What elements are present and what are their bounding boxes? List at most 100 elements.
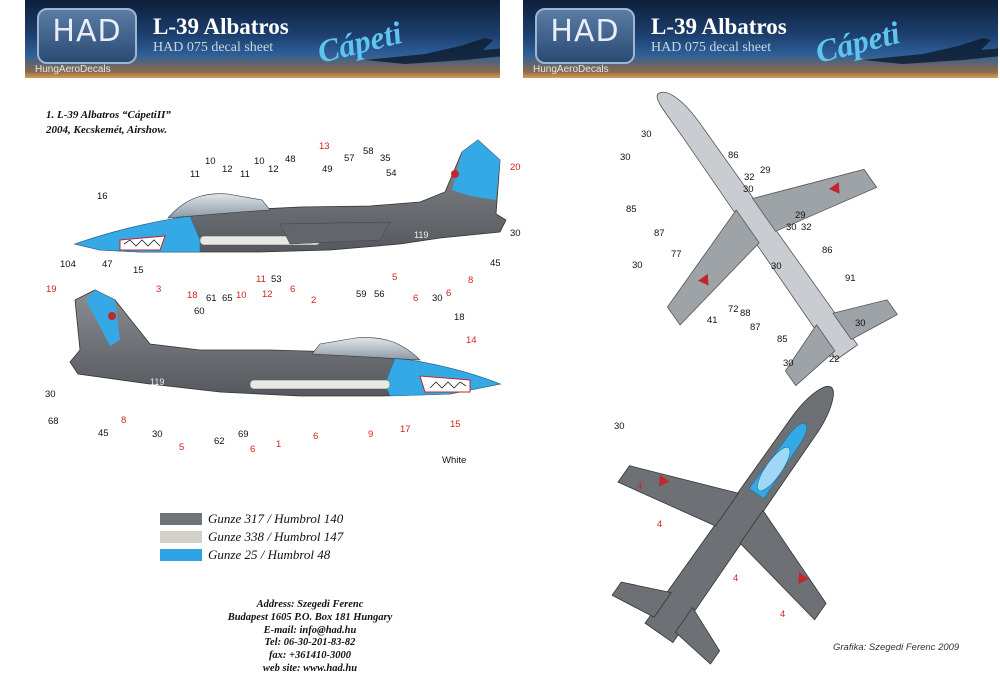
callout-side1: 12 xyxy=(222,164,233,175)
artwork-credit: Grafika: Szegedi Ferenc 2009 xyxy=(833,642,960,653)
callout-top_view: 30 xyxy=(614,421,625,432)
callout-side1: 56 xyxy=(374,289,385,300)
callout-bottom_view: 32 xyxy=(744,172,755,183)
callout-side1: 3 xyxy=(156,284,161,295)
side1-nose-blue xyxy=(73,215,201,253)
legend-row: Gunze 317 / Humbrol 140 xyxy=(160,510,343,527)
logo-subtitle: HungAeroDecals xyxy=(533,64,609,75)
legend-label: Gunze 25 / Humbrol 48 xyxy=(208,546,331,562)
callout-side2: 8 xyxy=(121,415,126,426)
callout-bottom_view: 88 xyxy=(740,308,751,319)
callout-side2: 104 xyxy=(60,259,76,270)
callout-side2: 30 xyxy=(45,389,56,400)
callout-side1: 10 xyxy=(254,156,265,167)
callout-side1: 18 xyxy=(187,290,198,301)
callout-side1: 58 xyxy=(363,146,374,157)
side2-canopy xyxy=(311,337,421,361)
callout-side1: 2 xyxy=(311,295,316,306)
legend-swatch xyxy=(160,548,202,561)
callout-side1: 20 xyxy=(510,162,521,173)
side2-sharkmouth xyxy=(419,375,471,393)
callout-side1: 48 xyxy=(285,154,296,165)
callout-side2: 6 xyxy=(313,431,318,442)
callout-side1: 53 xyxy=(271,274,282,285)
callout-bottom_view: 30 xyxy=(641,129,652,140)
legend-row: Gunze 338 / Humbrol 147 xyxy=(160,528,343,545)
callout-side2: 14 xyxy=(466,335,477,346)
paint-legend: Gunze 317 / Humbrol 140 Gunze 338 / Humb… xyxy=(160,510,343,564)
side-view-1: 119 xyxy=(73,139,507,253)
side-view-2: 119 xyxy=(69,289,502,397)
side1-canopy xyxy=(167,193,271,219)
banner-title: L-39 Albatros xyxy=(153,14,289,39)
callout-side2: 69 xyxy=(238,429,249,440)
top-view xyxy=(611,385,834,665)
callout-side1: 35 xyxy=(380,153,391,164)
callout-bottom_view: 85 xyxy=(777,334,788,345)
callout-bottom_view: 85 xyxy=(626,204,637,215)
callout-bottom_view: 87 xyxy=(654,228,665,239)
had-logo: HAD xyxy=(535,8,635,64)
callout-side1: 10 xyxy=(205,156,216,167)
phone-line: Tel: 06-30-201-83-82 xyxy=(264,637,356,649)
callout-side2: 65 xyxy=(222,293,233,304)
callout-side1: 16 xyxy=(97,191,108,202)
side1-wing xyxy=(279,221,391,245)
side2-tail-blue xyxy=(86,290,120,346)
callout-side1: 11 xyxy=(190,169,200,180)
callout-bottom_view: 32 xyxy=(801,222,812,233)
callout-bottom_view: 30 xyxy=(771,261,782,272)
callout-side2: 12 xyxy=(262,289,273,300)
callout-side1: 15 xyxy=(133,265,144,276)
legend-row: Gunze 25 / Humbrol 48 xyxy=(160,546,343,563)
callout-side1: 47 xyxy=(102,259,113,270)
address-line: Budapest 1605 P.O. Box 181 Hungary xyxy=(227,611,393,623)
side2-droptank xyxy=(249,379,391,390)
callout-side1: 11 xyxy=(256,274,266,285)
callout-side2: White xyxy=(442,455,466,466)
bottom-view xyxy=(656,91,898,387)
logo-subtitle: HungAeroDecals xyxy=(35,64,111,75)
callout-bottom_view: 91 xyxy=(845,273,856,284)
callout-bottom_view: 30 xyxy=(743,184,754,195)
caption-line-2: 2004, Kecskemét, Airshow. xyxy=(46,124,168,136)
legend-swatch xyxy=(160,530,202,543)
side2-roundel xyxy=(108,312,116,320)
caption-line-1: 1. L-39 Albatros “CápetiII” xyxy=(46,109,171,121)
callout-bottom_view: 30 xyxy=(786,222,797,233)
callout-side1: 18 xyxy=(454,312,465,323)
website-line: web site: www.had.hu xyxy=(262,662,358,674)
logo-text: HAD xyxy=(550,14,620,49)
logo-text: HAD xyxy=(52,14,122,49)
callout-side2: 60 xyxy=(194,306,205,317)
callout-side1: 6 xyxy=(290,284,295,295)
callout-side1: 54 xyxy=(386,168,397,179)
callout-top_view: 4 xyxy=(637,481,642,492)
side1-tail-blue xyxy=(452,140,500,200)
callout-bottom_view: 30 xyxy=(783,358,794,369)
banner-subtitle: HAD 075 decal sheet xyxy=(153,40,274,55)
side2-fuselage-number: 119 xyxy=(150,377,164,387)
legend-label: Gunze 338 / Humbrol 147 xyxy=(208,528,344,544)
callout-side1: 13 xyxy=(319,141,330,152)
callout-bottom_view: 72 xyxy=(728,304,739,315)
callout-side2: 6 xyxy=(250,444,255,455)
aircraft-caption: 1. L-39 Albatros “CápetiII” 2004, Kecske… xyxy=(46,108,171,138)
callout-side1: 30 xyxy=(510,228,521,239)
callout-side1: 45 xyxy=(490,258,501,269)
callout-side2: 5 xyxy=(179,442,184,453)
callout-side2: 45 xyxy=(98,428,109,439)
callout-side1: 8 xyxy=(468,275,473,286)
callout-bottom_view: 86 xyxy=(822,245,833,256)
email-line: E-mail: info@had.hu xyxy=(263,624,357,636)
callout-side1: 57 xyxy=(344,153,355,164)
callout-side1: 30 xyxy=(432,293,443,304)
had-logo: HAD xyxy=(37,8,137,64)
header-banner-left: HAD HungAeroDecals L-39 Albatros HAD 075… xyxy=(25,0,500,78)
address-line: Address: Szegedi Ferenc xyxy=(256,599,364,610)
callout-bottom_view: 86 xyxy=(728,150,739,161)
callout-side1: 11 xyxy=(240,169,250,180)
callout-bottom_view: 30 xyxy=(632,260,643,271)
banner-subtitle: HAD 075 decal sheet xyxy=(651,40,772,55)
